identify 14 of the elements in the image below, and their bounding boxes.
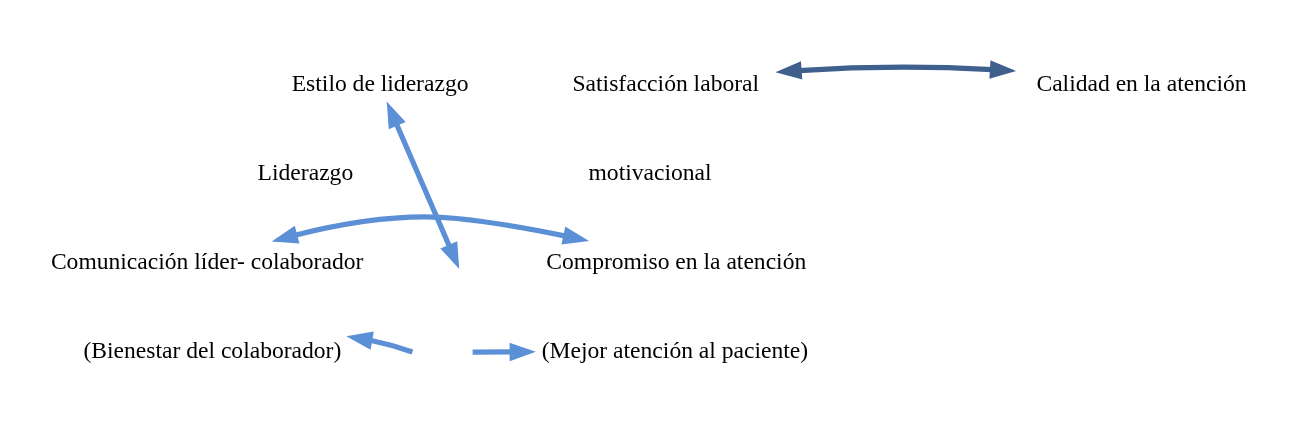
- arrow: [271, 213, 590, 245]
- node-text: (Mejor atención al paciente): [541, 336, 809, 363]
- arrow: [775, 59, 1017, 80]
- node-text: Satisfacción laboral: [572, 69, 760, 96]
- node-text: Calidad en la atención: [1036, 69, 1247, 96]
- node-text: Comunicación líder- colaborador: [50, 247, 364, 274]
- node-text: Estilo de liderazgo: [291, 69, 469, 96]
- node-text: Liderazgo: [257, 158, 354, 185]
- node-text: motivacional: [588, 158, 712, 185]
- node-text: (Bienestar del colaborador): [83, 336, 342, 363]
- arrow: [386, 100, 460, 269]
- arrow: [472, 342, 536, 361]
- arrow: [346, 331, 414, 354]
- node-text: Compromiso en la atención: [546, 247, 807, 274]
